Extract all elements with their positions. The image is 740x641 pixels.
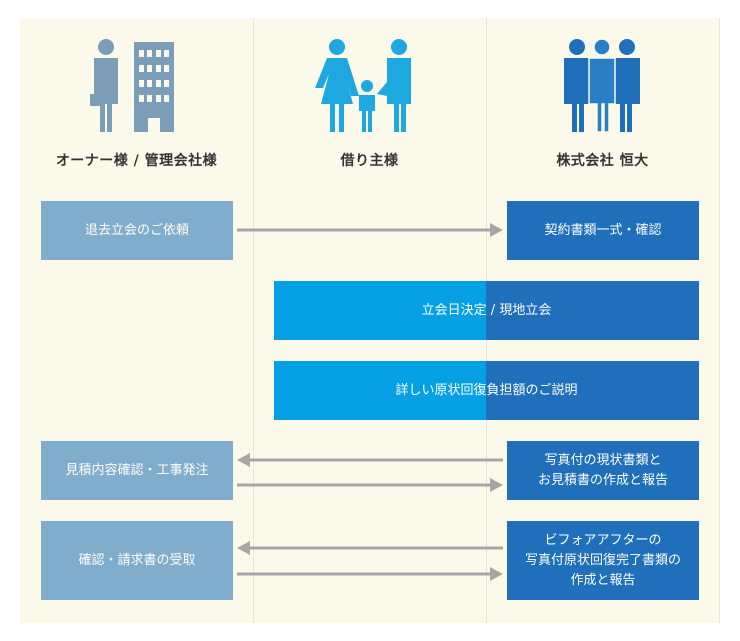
step-invoice-label: 確認・請求書の受取: [78, 552, 196, 568]
step-completion-report-box: ビフォアアフターの 写真付原状回復完了書類の 作成と報告: [507, 521, 699, 600]
businessman-and-building-icon: [90, 39, 174, 132]
arrow-left-icon: [237, 453, 503, 467]
step-invoice-box: 確認・請求書の受取: [41, 521, 233, 600]
step-completion-report-label: ビフォアアフターの 写真付原状回復完了書類の 作成と報告: [524, 532, 681, 588]
step-inspection-label: 立会日決定 / 現地立会: [421, 302, 552, 318]
step-request-label: 退去立会のご依頼: [84, 222, 189, 238]
step-request-box: 退去立会のご依頼: [41, 201, 233, 260]
step-estimate-report-box: 写真付の現状書類と お見積書の作成と報告: [507, 441, 699, 500]
arrow-right-icon: [237, 478, 503, 492]
lane-divider: [253, 18, 254, 623]
arrow-right-icon: [237, 223, 503, 237]
step-estimate-review-label: 見積内容確認・工事発注: [65, 462, 209, 478]
step-explanation-box: 詳しい原状回復負担額のご説明: [274, 361, 699, 420]
column-title-owner: オーナー様 / 管理会社様: [55, 153, 218, 169]
step-explanation-label: 詳しい原状回復負担額のご説明: [395, 382, 578, 398]
step-estimate-report-label: 写真付の現状書類と お見積書の作成と報告: [537, 452, 668, 488]
column-title-company: 株式会社 恒大: [556, 153, 649, 169]
column-title-tenant: 借り主様: [340, 153, 399, 169]
arrow-right-icon: [237, 567, 503, 581]
step-inspection-box: 立会日決定 / 現地立会: [274, 281, 699, 340]
arrow-left-icon: [237, 541, 503, 555]
step-estimate-review-box: 見積内容確認・工事発注: [41, 441, 233, 500]
step-contract-check-box: 契約書類一式・確認: [507, 201, 699, 260]
family-icon: [315, 39, 411, 132]
step-contract-check-label: 契約書類一式・確認: [544, 222, 662, 238]
staff-group-icon: [564, 38, 640, 132]
lane-divider: [719, 18, 720, 623]
